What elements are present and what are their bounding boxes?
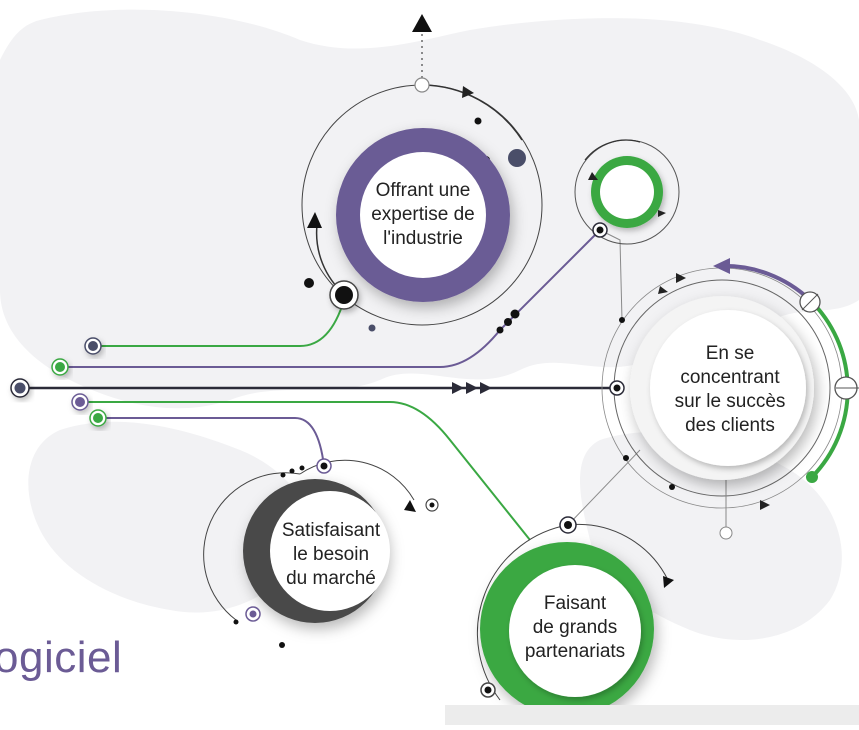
node-partners-line-2: de grands [532,617,618,638]
connector-expertise [93,299,345,347]
left-end-nodes [10,337,107,427]
page-heading: ogiciel [0,633,123,682]
node-market-line-2: le besoin [292,544,370,565]
node-clients-line-4: des clients [685,415,775,436]
node-expertise-line-2: expertise de [371,204,475,225]
node-small [496,139,680,334]
node-market [203,458,439,648]
node-expertise [301,14,543,332]
node-expertise-line-1: Offrant une [375,180,471,201]
node-clients [601,258,859,540]
node-market-line-3: du marché [286,568,376,589]
node-clients-line-2: concentrant [680,367,780,388]
node-market-label: Satisfaisant le besoin du marché [266,515,396,595]
connector-market [98,417,325,467]
node-partners [476,516,674,716]
node-partners-label: Faisant de grands partenariats [510,588,640,668]
node-partners-line-3: partenariats [524,641,626,662]
node-market-line-1: Satisfaisant [281,520,381,541]
node-expertise-line-3: l'industrie [383,228,463,249]
connector-partners [80,401,531,541]
main-line-arrows [452,382,492,394]
node-clients-line-3: sur le succès [674,391,786,412]
node-clients-line-1: En se [705,343,755,364]
node-partners-line-1: Faisant [543,593,607,614]
node-clients-label: En se concentrant sur le succès des clie… [660,330,800,450]
footer-bar [445,705,859,725]
node-expertise-label: Offrant une expertise de l'industrie [353,165,493,265]
